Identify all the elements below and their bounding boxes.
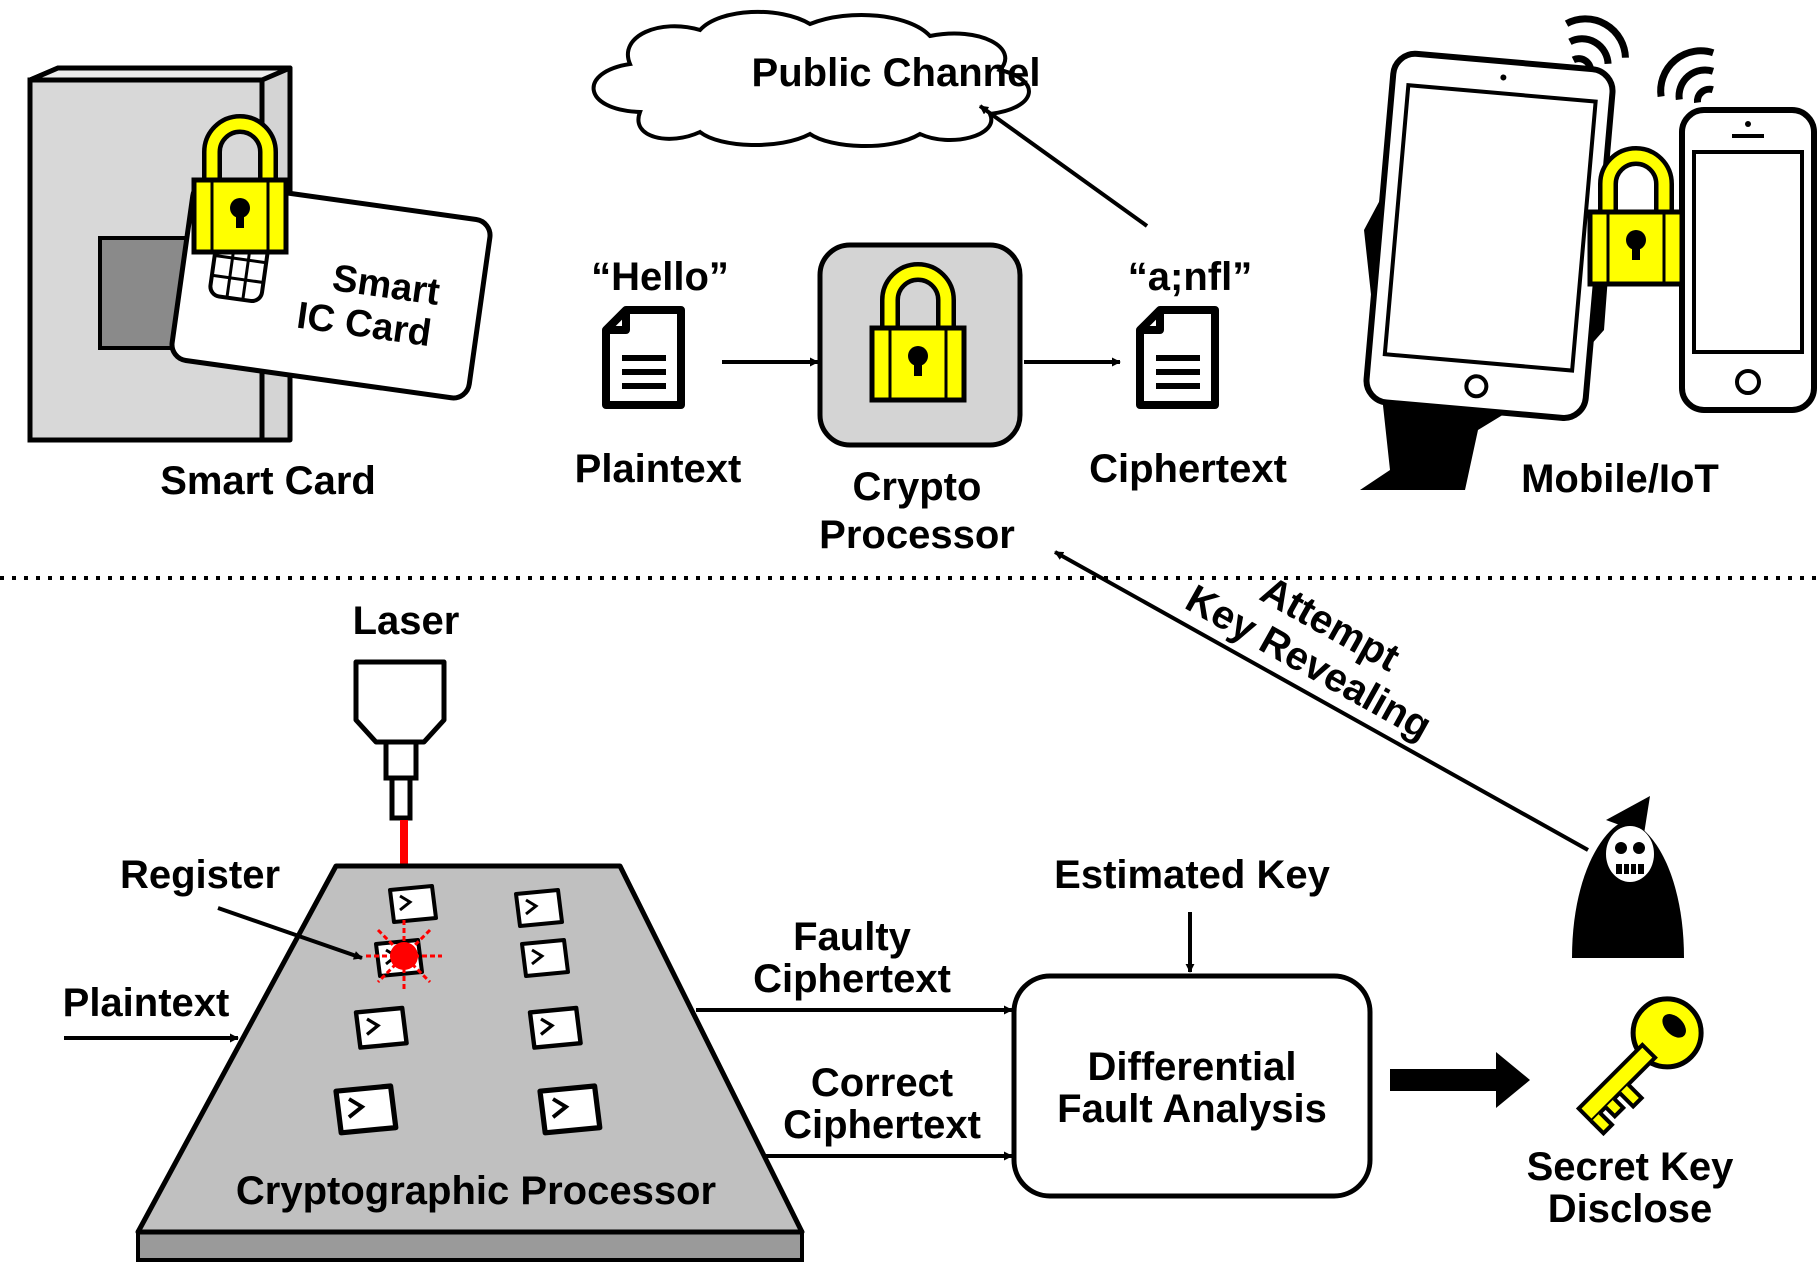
register-icon <box>530 1008 581 1048</box>
correct-label-line1: Correct <box>811 1061 953 1105</box>
attack-arrow <box>1054 550 1589 852</box>
register-icon <box>540 1086 600 1133</box>
cryptographic-processor-chip <box>135 863 805 1262</box>
smart-card-caption: Smart Card <box>160 459 376 503</box>
ciphertext-label: Ciphertext <box>1089 447 1287 491</box>
plaintext-quote: “Hello” <box>591 255 729 299</box>
cloud-icon <box>591 9 1031 149</box>
document-icon <box>1140 310 1215 405</box>
estimated-key-label: Estimated Key <box>1054 853 1330 897</box>
key-icon <box>1575 996 1704 1137</box>
secret-key-line2: Disclose <box>1548 1187 1713 1231</box>
plaintext-label: Plaintext <box>575 447 742 491</box>
attacker-icon <box>1572 796 1684 958</box>
register-icon <box>336 1086 396 1133</box>
smartphone-icon <box>1679 107 1817 413</box>
laser-label: Laser <box>353 599 460 643</box>
register-label: Register <box>120 853 280 897</box>
register-icon <box>388 884 438 924</box>
processor-label-line2: Processor <box>819 513 1015 557</box>
ciphertext-quote: “a;nfl” <box>1128 255 1252 299</box>
register-arrow <box>217 906 363 960</box>
mobile-caption: Mobile/IoT <box>1521 457 1719 501</box>
faulty-label-line2: Ciphertext <box>753 957 951 1001</box>
laser-icon <box>353 659 447 821</box>
bottom-plaintext-label: Plaintext <box>63 981 230 1025</box>
wifi-icon <box>1649 38 1731 118</box>
output-arrow <box>1390 1052 1530 1108</box>
faulty-label-line1: Faulty <box>793 915 912 959</box>
correct-label-line2: Ciphertext <box>783 1103 981 1147</box>
register-icon <box>514 888 564 928</box>
processor-label: Cryptographic Processor <box>236 1169 716 1213</box>
document-icon <box>606 310 681 405</box>
cloud-label: Public Channel <box>752 51 1041 95</box>
register-icon <box>520 938 570 978</box>
padlock-icon <box>1590 156 1682 284</box>
secret-key-line1: Secret Key <box>1527 1145 1735 1189</box>
dfa-label-line1: Differential <box>1088 1045 1297 1089</box>
processor-label-line1: Crypto <box>853 465 982 509</box>
dfa-box <box>1011 973 1373 1199</box>
tablet-icon <box>1363 50 1616 421</box>
register-icon <box>356 1008 407 1048</box>
dfa-label-line2: Fault Analysis <box>1057 1087 1327 1131</box>
laser-impact-icon <box>366 920 442 992</box>
to-public-channel-arrow <box>978 104 1149 228</box>
